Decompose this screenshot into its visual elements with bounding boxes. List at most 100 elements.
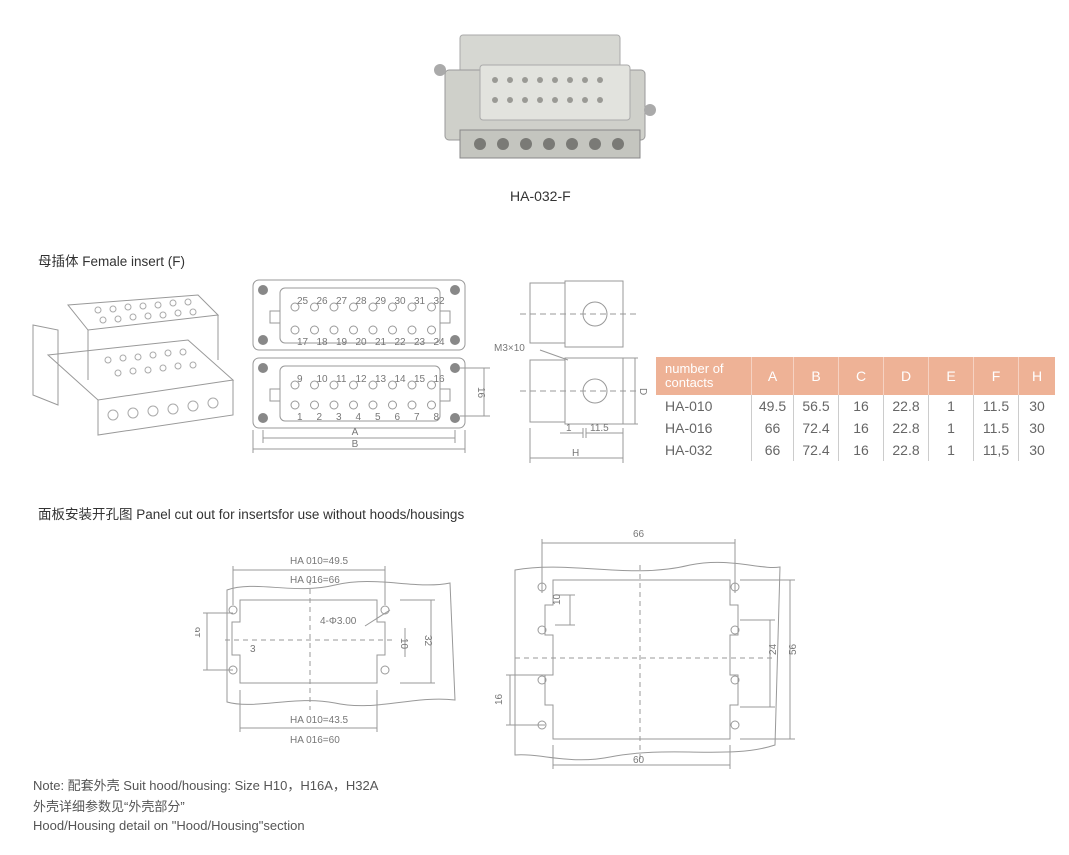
col-header: F <box>973 357 1019 395</box>
value-cell: 11,5 <box>973 439 1019 461</box>
dim-right-60: 60 <box>633 755 645 766</box>
panel-cutout-left: HA 010=49.5 HA 016=66 4-Φ3.00 16 3 10 32… <box>195 556 456 746</box>
value-cell: 1 <box>928 417 974 439</box>
dim-left-top1: HA 010=49.5 <box>290 556 349 567</box>
pin-hole <box>427 325 436 335</box>
value-cell: 30 <box>1018 439 1055 461</box>
col-header: C <box>838 357 884 395</box>
pin-number: 7 <box>414 412 420 423</box>
value-cell: 30 <box>1018 417 1055 439</box>
pin-number: 31 <box>414 296 426 307</box>
value-cell: 66 <box>751 417 794 439</box>
pin-hole <box>310 400 319 410</box>
pin-number: 15 <box>414 374 426 385</box>
pin-hole <box>349 302 358 312</box>
pin-hole <box>290 380 300 390</box>
isometric-drawing <box>32 294 235 436</box>
pin-hole <box>388 380 397 390</box>
dim-left-holes: 4-Φ3.00 <box>320 616 357 627</box>
dim-left-16: 16 <box>195 626 203 638</box>
pin-number: 9 <box>297 374 303 385</box>
pin-number: 12 <box>356 374 368 385</box>
dim-d: D <box>637 388 648 395</box>
pin-hole <box>407 380 417 390</box>
pin-number: 14 <box>395 374 407 385</box>
pin-number: 10 <box>317 374 329 385</box>
pin-hole <box>388 302 397 312</box>
col-header: A <box>751 357 794 395</box>
pin-number: 3 <box>336 412 342 423</box>
value-cell: 16 <box>838 395 884 417</box>
value-cell: 66 <box>751 439 794 461</box>
value-cell: 72.4 <box>793 417 839 439</box>
value-cell: 30 <box>1018 395 1055 417</box>
dim-pitch: 16 <box>475 387 486 399</box>
value-cell: 16 <box>838 417 884 439</box>
pin-number: 27 <box>336 296 348 307</box>
pin-number: 1 <box>297 412 303 423</box>
dim-left-10: 10 <box>398 638 409 650</box>
pin-number: 23 <box>414 337 426 348</box>
pin-number: 5 <box>375 412 381 423</box>
dim-left-bot2: HA 016=60 <box>290 735 340 746</box>
pin-hole <box>388 400 397 410</box>
model-cell: HA-016 <box>665 420 713 436</box>
col-header: number of contacts <box>656 357 752 395</box>
value-cell: 1 <box>928 439 974 461</box>
pin-hole <box>329 302 339 312</box>
value-cell: 22.8 <box>883 417 929 439</box>
pin-number: 26 <box>317 296 329 307</box>
note-line: Note: 配套外壳 Suit hood/housing: Size H10，H… <box>33 778 379 793</box>
pin-hole <box>427 380 436 390</box>
dim-right-56: 56 <box>788 643 799 655</box>
dim-h: H <box>572 448 579 459</box>
product-photo <box>434 34 656 159</box>
table-header-row: number of contacts A B C D E F H <box>656 357 1055 395</box>
pin-hole <box>368 325 378 335</box>
panel-cutout-right: 66 10 24 56 16 60 <box>494 529 799 769</box>
pin-number: 30 <box>395 296 407 307</box>
pin-number: 2 <box>317 412 323 423</box>
pin-number: 6 <box>395 412 401 423</box>
dim-right-24: 24 <box>768 643 779 655</box>
dim-screw: M3×10 <box>494 343 525 354</box>
pin-hole <box>310 302 319 312</box>
pin-number: 32 <box>434 296 446 307</box>
pin-hole <box>310 325 319 335</box>
dim-left-3: 3 <box>250 644 256 655</box>
value-cell: 22.8 <box>883 439 929 461</box>
pin-number: 8 <box>434 412 440 423</box>
pin-number: 13 <box>375 374 387 385</box>
pin-number: 25 <box>297 296 309 307</box>
dim-e: 1 <box>566 423 572 434</box>
note-line: Hood/Housing detail on "Hood/Housing"sec… <box>33 818 305 833</box>
value-cell: 22.8 <box>883 395 929 417</box>
pin-hole <box>407 400 417 410</box>
note-line: 外壳详细参数见“外壳部分” <box>33 799 185 814</box>
pin-hole <box>310 380 319 390</box>
side-view-drawing: M3×10 D 1 11.5 H <box>494 280 648 463</box>
pin-hole <box>368 380 378 390</box>
dim-left-bot1: HA 010=43.5 <box>290 715 349 726</box>
dim-right-16: 16 <box>494 693 505 705</box>
pin-number: 24 <box>434 337 446 348</box>
product-caption: HA-032-F <box>510 188 571 204</box>
model-cell: HA-032 <box>665 442 713 458</box>
panel-cutout-title: 面板安装开孔图 Panel cut out for insertsfor use… <box>38 507 465 522</box>
pin-hole <box>290 400 300 410</box>
dim-left-top2: HA 016=66 <box>290 575 340 586</box>
pin-hole <box>349 380 358 390</box>
pin-number: 17 <box>297 337 309 348</box>
value-cell: 11.5 <box>973 417 1019 439</box>
pin-number: 4 <box>356 412 362 423</box>
pin-number: 21 <box>375 337 387 348</box>
dim-right-10: 10 <box>552 593 563 605</box>
pin-number: 16 <box>434 374 446 385</box>
pin-hole <box>427 302 436 312</box>
pin-hole <box>329 400 339 410</box>
